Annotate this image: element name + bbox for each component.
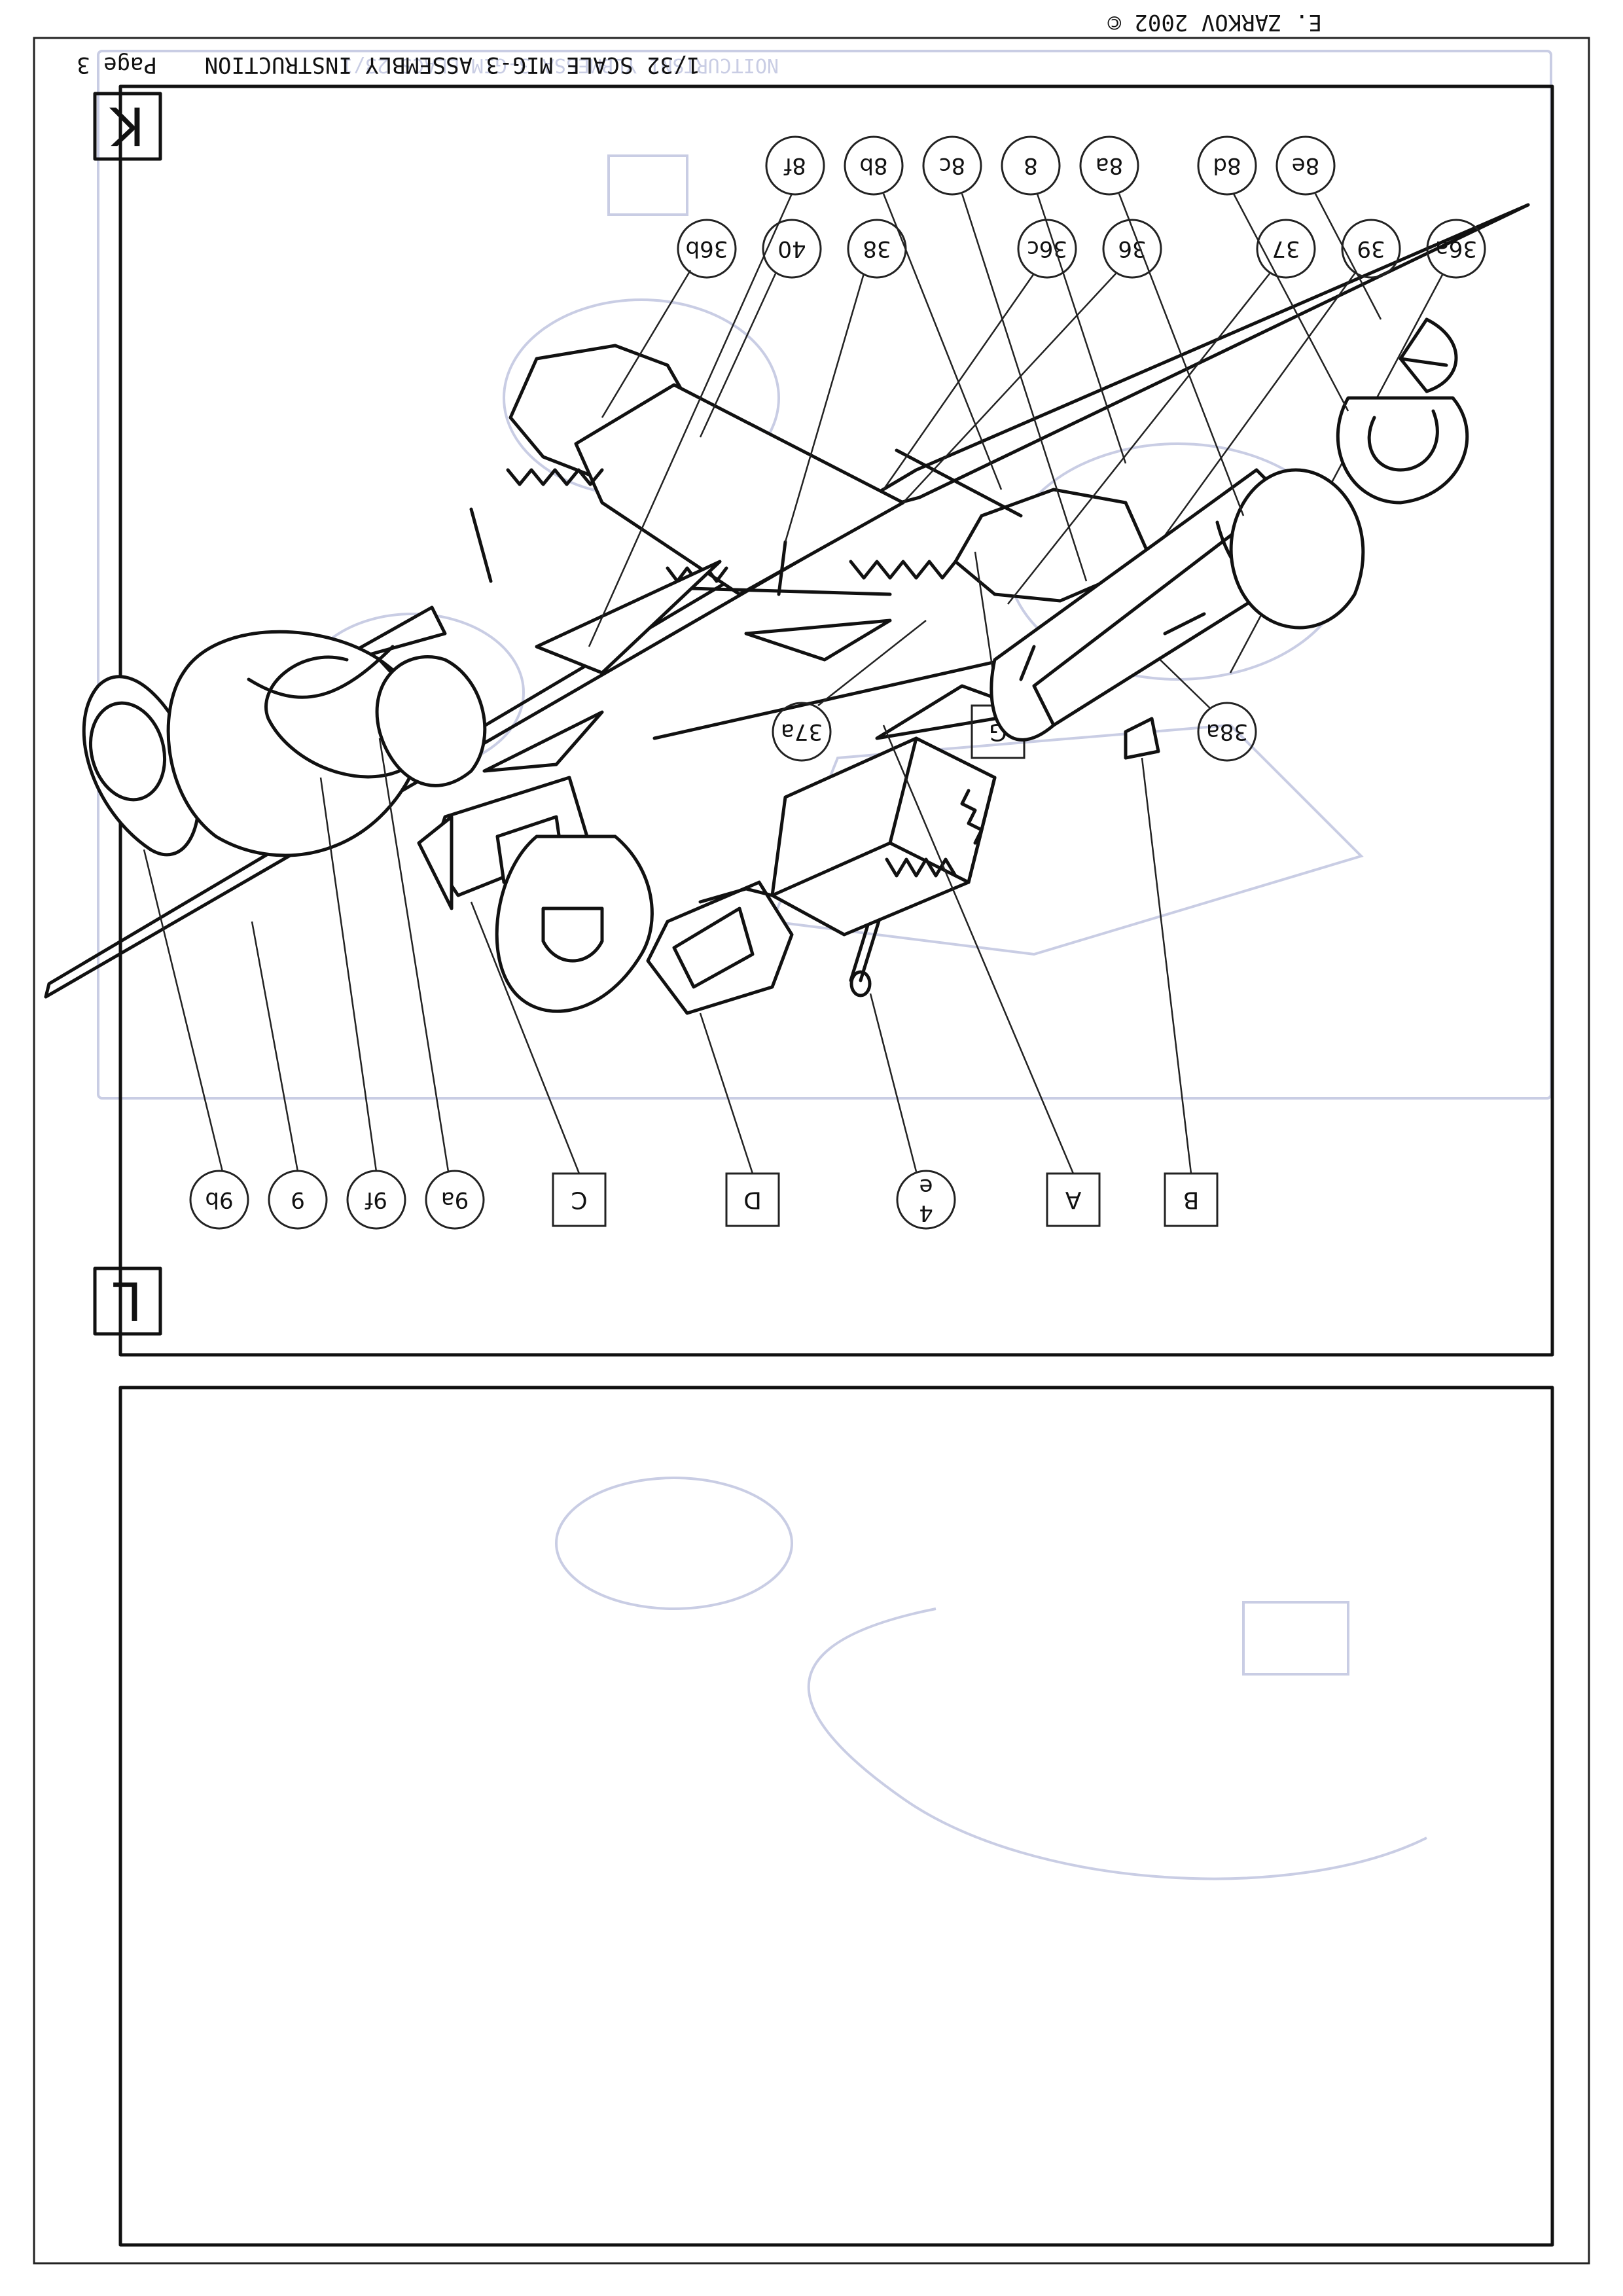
page-number: Page 3 [77,52,157,78]
panel-k-callout-36c: 36c [882,219,1077,490]
svg-text:37a: 37a [781,719,823,745]
panel-k-callout-40: 40 [699,219,822,438]
bleed-through-header: NOITCURTSNI YLBMESSA 3-GIM ELACS 23/1 [342,54,779,77]
radiator-box-drawing [770,736,997,937]
bleed-through-layer: NOITCURTSNI YLBMESSA 3-GIM ELACS 23/1 [97,50,1552,1880]
svg-text:39: 39 [1357,236,1385,262]
svg-text:D: D [743,1187,762,1213]
rear-cowling-drawing [990,468,1365,742]
svg-text:9f: 9f [365,1187,387,1213]
panel-l-callout-9a: 9a [378,738,485,1230]
svg-text:36a: 36a [1435,236,1477,262]
panel-k-frame [118,1386,1554,2247]
small-bracket-drawing [1124,717,1160,760]
nose-ring-drawing [1336,317,1469,505]
svg-text:8d: 8d [1213,152,1241,179]
panel-l-callout-8e: 8e [1275,135,1382,320]
svg-text:A: A [1065,1187,1081,1213]
seat-frame-drawing [646,880,794,1015]
svg-text:8a: 8a [1096,152,1123,179]
svg-text:8f: 8f [783,152,806,179]
svg-text:8c: 8c [939,152,965,179]
panel-l: L [82,135,1469,1336]
svg-text:B: B [1183,1187,1200,1213]
panel-l-callout-9: 9 [251,921,328,1230]
panel-l-label: L [113,1270,142,1331]
front-cowling-drawing [166,630,487,857]
panel-l-callout-8b: 8b [844,135,1003,490]
panel-k-label-box: K [93,92,162,161]
panel-l-callout-8c: 8c [922,135,1088,582]
panel-l-callout-8f: 8f [588,135,825,647]
panel-l-box-d: D [699,1013,780,1227]
svg-text:8b: 8b [859,152,887,179]
copyright-note: E. ZARKOV 2002 © [1107,9,1322,35]
page-border [33,37,1590,2265]
svg-text:37: 37 [1272,236,1300,262]
bulkhead-drawing [495,834,654,1013]
svg-text:36: 36 [1118,236,1146,262]
panel-l-callout-8d: 8d [1197,135,1349,412]
page-header: 1/32 SCALE MIG-3 ASSEMBLY INSTRUCTION Pa… [77,52,700,78]
svg-text:40: 40 [777,236,806,262]
svg-text:38: 38 [863,236,891,262]
svg-text:36b: 36b [686,236,728,262]
panel-l-box-b: B [1141,757,1219,1227]
svg-text:e: e [919,1174,933,1200]
panel-l-callout-8a: 8a [1079,135,1245,516]
panel-l-label-box: L [93,1266,162,1336]
panel-l-callout-4e: 4 e [869,993,956,1230]
panel-k-callout-36: 36 [902,219,1162,503]
svg-text:9a: 9a [441,1187,469,1213]
panel-k-callout-37: 37 [1007,219,1316,605]
panel-l-box-a: A [882,725,1101,1227]
page-title: 1/32 SCALE MIG-3 ASSEMBLY INSTRUCTION [205,52,700,78]
svg-text:8: 8 [1024,152,1038,179]
svg-text:C: C [571,1187,587,1213]
panel-k-label: K [109,96,145,156]
svg-text:9: 9 [291,1187,305,1213]
panel-k-callout-37a: 37a [772,620,927,762]
svg-text:8e: 8e [1292,152,1320,179]
panel-l-callout-8: 8 [1001,135,1127,464]
panel-l-callout-9f: 9f [319,777,406,1230]
panel-l-callout-9b: 9b [143,849,249,1230]
svg-text:4: 4 [919,1200,933,1226]
panel-l-box-c: C [470,901,607,1227]
svg-text:9b: 9b [205,1187,233,1213]
svg-text:38a: 38a [1206,719,1248,745]
svg-text:36c: 36c [1027,236,1067,262]
panel-k-callout-36b: 36b [601,219,737,418]
